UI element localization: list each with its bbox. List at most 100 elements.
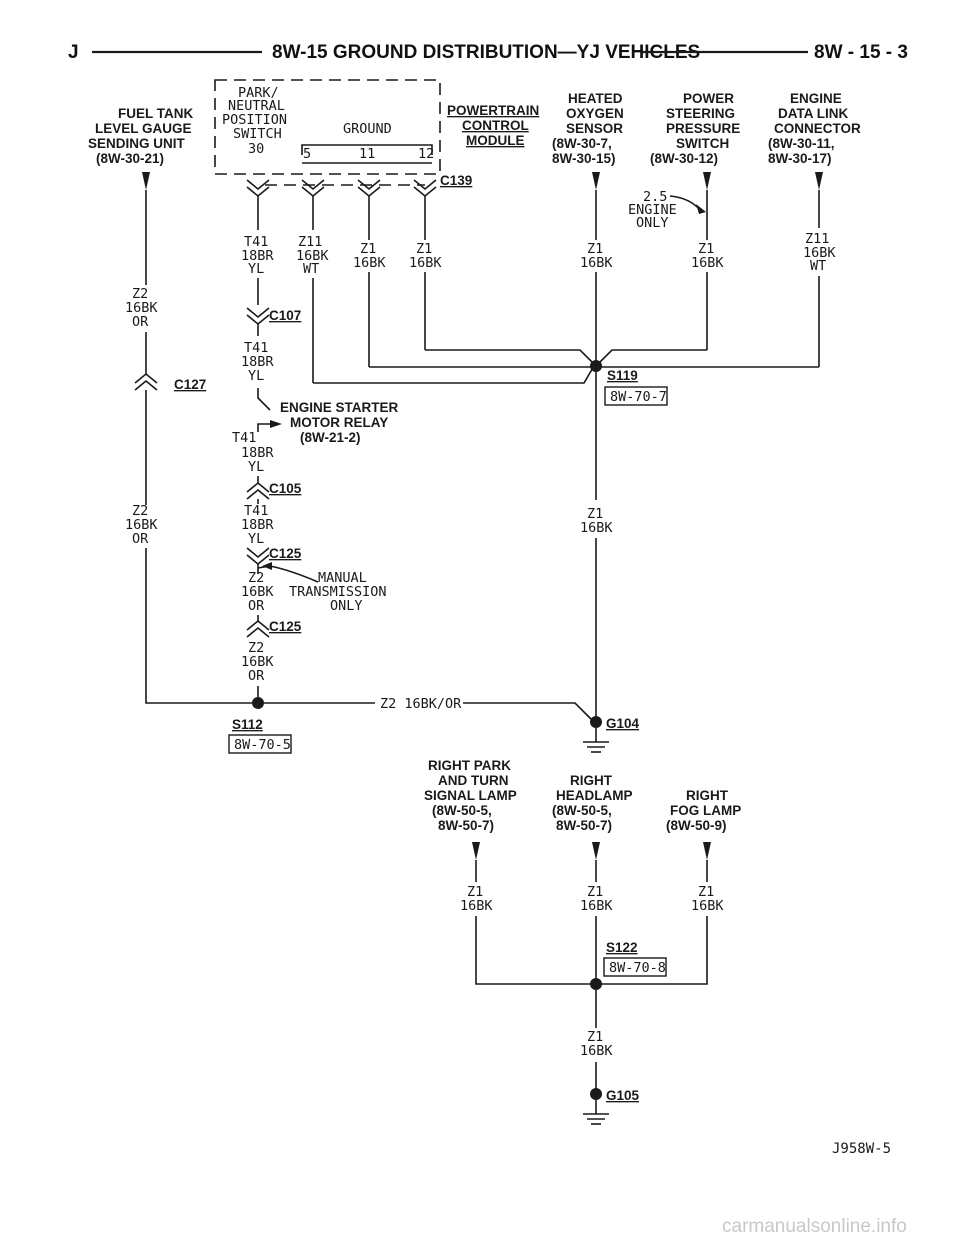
wire-label: 18BR: [241, 445, 274, 461]
label-line: PRESSURE: [666, 121, 740, 136]
label-line: CONNECTOR: [774, 121, 861, 136]
wire-label: YL: [248, 459, 264, 475]
wire-label: T41: [244, 340, 268, 356]
wire-label: Z2: [248, 640, 264, 656]
splice-s112-dot: [252, 697, 264, 709]
wire-label: 16BK: [580, 1043, 613, 1059]
c125-label: C125: [269, 619, 302, 634]
relay-contact-upper: [257, 388, 271, 411]
manual-trans-leader: [257, 565, 319, 583]
engine-data-link-connector: ENGINE DATA LINK CONNECTOR (8W-30-11, 8W…: [768, 91, 861, 166]
header-left: J: [68, 42, 79, 63]
wire-label: Z1: [360, 241, 376, 257]
label-line: SWITCH: [676, 136, 729, 151]
label-line: DATA LINK: [778, 106, 848, 121]
label-line: 8W-50-7): [556, 818, 612, 833]
connector-arrows-bottom: [472, 842, 711, 860]
right-headlamp: RIGHT HEADLAMP (8W-50-5, 8W-50-7): [552, 773, 633, 833]
s119-label: S119: [607, 368, 638, 383]
wire-label: OR: [248, 598, 265, 614]
wire-label: 16BK: [125, 517, 158, 533]
wire-label: Z1: [587, 241, 603, 257]
label-line: LEVEL GAUGE: [95, 121, 192, 136]
wire-label: 16BK: [580, 255, 613, 271]
label-line: SENDING UNIT: [88, 136, 186, 151]
ground-g104: G104: [583, 716, 640, 753]
pin-5: 5: [303, 146, 311, 162]
label-line: FOG LAMP: [670, 803, 741, 818]
wire-label: 16BK: [691, 898, 724, 914]
splice-s122-dot: [590, 978, 602, 990]
wire-label: 16BK: [580, 520, 613, 536]
label-line: (8W-50-5,: [552, 803, 612, 818]
connector-arrows-top: [142, 172, 823, 190]
c139-label: C139: [440, 173, 472, 188]
right-park-turn-signal-lamp: RIGHT PARK AND TURN SIGNAL LAMP (8W-50-5…: [424, 758, 517, 833]
wire-label: YL: [248, 261, 264, 277]
wire-label: 18BR: [241, 248, 274, 264]
wire-label: Z2: [132, 503, 148, 519]
wire-label: 18BR: [241, 354, 274, 370]
ground-label: GROUND: [343, 121, 392, 137]
label-line: (8W-50-9): [666, 818, 727, 833]
g105-label: G105: [606, 1088, 640, 1103]
wire-label: 16BK: [296, 248, 329, 264]
heated-oxygen-sensor: HEATED OXYGEN SENSOR (8W-30-7, 8W-30-15): [552, 91, 624, 166]
wire-label: 16BK: [409, 255, 442, 271]
manual-transmission-note: MANUAL TRANSMISSION ONLY: [289, 570, 387, 614]
label-line: RIGHT: [686, 788, 729, 803]
wire-z1-pt-lower: [475, 916, 590, 985]
wire-label: 16BK: [580, 898, 613, 914]
wire-z2-fuel-lower: [145, 548, 252, 704]
label-line: ONLY: [636, 215, 669, 231]
label-line: HEATED: [568, 91, 623, 106]
label-line: POWER: [683, 91, 734, 106]
wire-label: Z1: [698, 241, 714, 257]
label-line: 2.5: [643, 189, 667, 205]
label-line: RIGHT: [570, 773, 613, 788]
splice-s119: S119 8W-70-7: [604, 368, 668, 406]
wire-label: Z1: [416, 241, 432, 257]
label-line: MOTOR RELAY: [290, 415, 388, 430]
wire-label: 16BK: [241, 654, 274, 670]
pin-11: 11: [359, 146, 375, 162]
label-line: ENGINE: [628, 202, 677, 218]
label-line: TRANSMISSION: [289, 584, 387, 600]
header-title: 8W-15 GROUND DISTRIBUTION—YJ VEHICLES: [272, 42, 700, 63]
wire-label: Z11: [298, 234, 322, 250]
label-line: (8W-50-5,: [432, 803, 492, 818]
label-line: MANUAL: [318, 570, 367, 586]
wire-label: Z1: [587, 1029, 603, 1045]
wire-label: YL: [248, 531, 264, 547]
label-line: (8W-21-2): [300, 430, 361, 445]
wire-z2-horiz-b: [463, 702, 593, 721]
wire-labels-top: T41 18BR YL Z11 16BK WT Z1 16BK Z1 16BK …: [241, 231, 836, 277]
ground-g105: G105: [583, 1088, 640, 1125]
wire-label: Z1: [467, 884, 483, 900]
engine-only-note: 2.5 ENGINE ONLY: [628, 189, 706, 231]
label-line: POWERTRAIN: [447, 103, 539, 118]
wire-label: WT: [303, 261, 319, 277]
wire-label: Z2: [248, 570, 264, 586]
label-line: MODULE: [466, 133, 525, 148]
label-line: ONLY: [330, 598, 363, 614]
wire-labels-fuel: Z2 16BK OR: [125, 286, 158, 330]
wires-to-s119: [312, 272, 820, 384]
label-line: PARK/: [238, 85, 279, 101]
c107-label: C107: [269, 308, 301, 323]
fuel-tank-sending-unit: FUEL TANK LEVEL GAUGE SENDING UNIT (8W-3…: [88, 106, 193, 166]
splice-s112: S112 8W-70-5: [228, 717, 292, 754]
label-line: 8W-30-15): [552, 151, 616, 166]
label-line: (8W-30-7,: [552, 136, 612, 151]
wire-label: T41: [244, 234, 268, 250]
label-line: HEADLAMP: [556, 788, 633, 803]
wire-label: OR: [132, 531, 149, 547]
wire-label: 16BK: [125, 300, 158, 316]
connector-c139: C139: [246, 173, 472, 198]
label-line: (8W-30-12): [650, 151, 718, 166]
label-line: AND TURN: [438, 773, 509, 788]
label-line: OXYGEN: [566, 106, 624, 121]
wire-label: YL: [248, 368, 264, 384]
c127-label: C127: [174, 377, 206, 392]
